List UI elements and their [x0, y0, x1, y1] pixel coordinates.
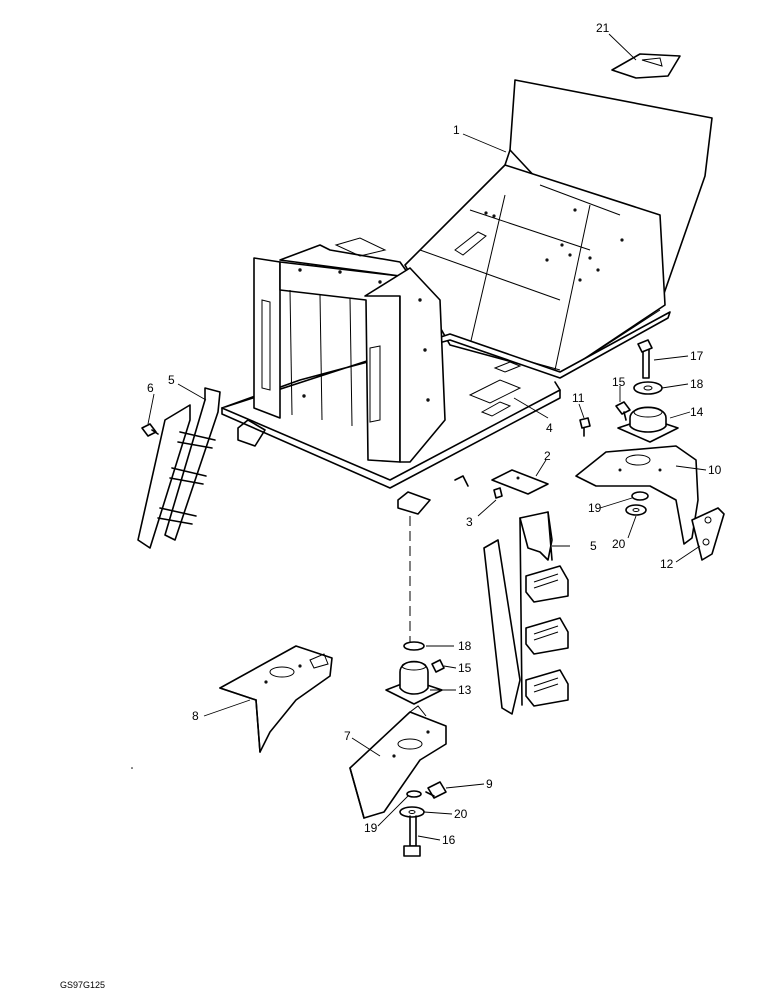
part-16-bolt: [403, 815, 421, 857]
callout-5-left: 5: [168, 373, 175, 387]
callout-15-lower: 15: [458, 661, 472, 675]
leader-lines: [147, 33, 707, 841]
callout-14: 14: [690, 405, 704, 419]
part-19-washer-upper: [631, 491, 649, 501]
part-10-bracket: [575, 445, 699, 545]
part-5-step-right: [483, 511, 569, 715]
part-15-bolt: [615, 401, 631, 421]
part-5-step-left: [137, 387, 221, 549]
callout-13: 13: [458, 683, 472, 697]
part-19-washer-lower: [406, 790, 422, 798]
part-20-washer-lower: [399, 806, 425, 818]
callout-12: 12: [660, 557, 674, 571]
callout-10: 10: [708, 463, 722, 477]
callout-11: 11: [572, 391, 585, 405]
part-18-washer-lower: [403, 641, 425, 651]
part-7-bracket: [349, 705, 447, 819]
speck: [131, 767, 133, 769]
callout-18-lower: 18: [458, 639, 472, 653]
callout-8: 8: [192, 709, 199, 723]
callout-labels: 21 1 17 18 6 5 15 14 11 4 2 10 3 19 20 1…: [147, 21, 722, 847]
callout-4: 4: [546, 421, 553, 435]
part-3-bolt: [493, 487, 503, 499]
callout-19-upper: 19: [588, 501, 602, 515]
part-14-rubber-mount: [617, 406, 679, 443]
callout-3: 3: [466, 515, 473, 529]
callout-18: 18: [690, 377, 704, 391]
callout-9: 9: [486, 777, 493, 791]
callout-15: 15: [612, 375, 626, 389]
callout-2: 2: [544, 449, 551, 463]
part-8-bracket: [219, 645, 333, 753]
drawing-code: GS97G125: [60, 980, 105, 990]
part-6-bolt: [141, 423, 159, 437]
part-20-washer-upper: [625, 504, 647, 516]
callout-7: 7: [344, 729, 351, 743]
callout-6: 6: [147, 381, 154, 395]
callout-19-lower: 19: [364, 821, 378, 835]
callout-20-lower: 20: [454, 807, 468, 821]
part-15-bolt-lower: [431, 659, 445, 673]
part-18-washer: [633, 381, 663, 395]
callout-16: 16: [442, 833, 456, 847]
callout-1: 1: [453, 123, 460, 137]
callout-21: 21: [596, 21, 610, 35]
part-9-bolt: [425, 781, 447, 799]
part-11-bolt: [579, 417, 591, 437]
callout-17: 17: [690, 349, 704, 363]
callout-20-upper: 20: [612, 537, 626, 551]
part-17-bolt: [637, 339, 653, 379]
part-1-platform: [221, 79, 713, 515]
part-21-plate: [611, 53, 681, 79]
part-12-bracket: [691, 507, 725, 561]
part-2-plate: [491, 469, 549, 495]
callout-5-right: 5: [590, 539, 597, 553]
